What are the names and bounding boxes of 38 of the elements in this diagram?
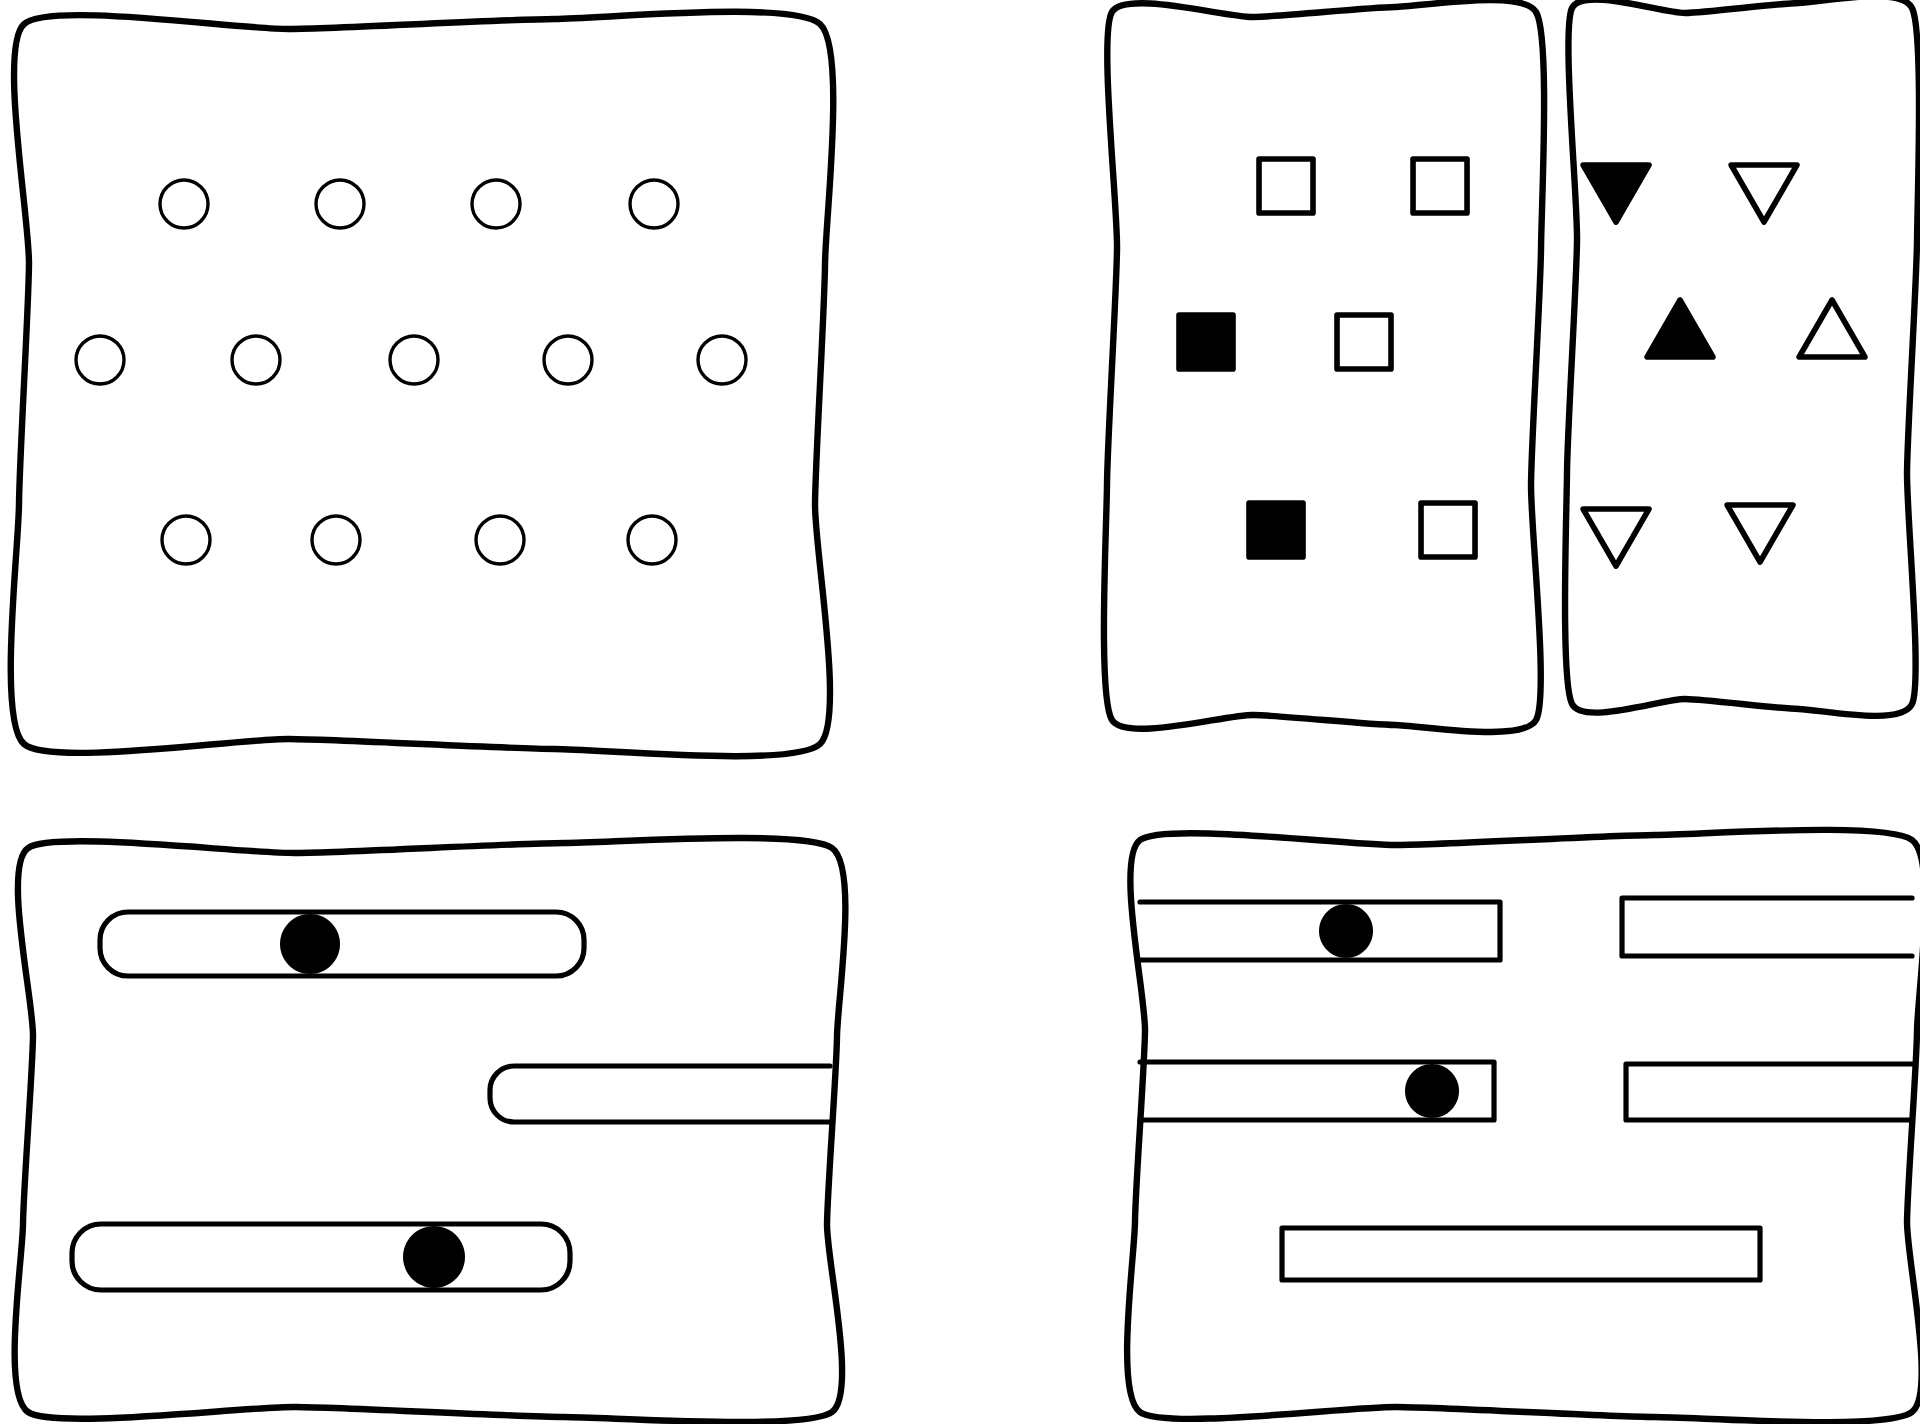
circle [628, 178, 680, 230]
triangle [1796, 297, 1868, 360]
slider-bar [1137, 1059, 1497, 1123]
circle [310, 514, 362, 566]
circle [696, 334, 748, 386]
square [1246, 500, 1306, 560]
bar [1619, 895, 1915, 959]
square [1418, 500, 1478, 560]
triangle [1724, 502, 1796, 565]
circle [74, 334, 126, 386]
triangle [1728, 162, 1800, 225]
slider-bar [1137, 899, 1503, 963]
circle [470, 178, 522, 230]
square [1410, 156, 1470, 216]
triangle [1580, 506, 1652, 569]
circle [388, 334, 440, 386]
slider-bar [97, 909, 587, 979]
panel-frame [11, 834, 849, 1424]
circle [542, 334, 594, 386]
circle [626, 514, 678, 566]
circle [230, 334, 282, 386]
slider-bar [69, 1221, 573, 1293]
triangle [1580, 162, 1652, 225]
square [1176, 312, 1236, 372]
bar [1279, 1225, 1763, 1283]
square [1334, 312, 1394, 372]
circle [474, 514, 526, 566]
square [1256, 156, 1316, 216]
bar [487, 1063, 833, 1125]
panel-frame [1561, 0, 1920, 720]
panel-frame [1123, 826, 1920, 1424]
circle [158, 178, 210, 230]
panel-frame [1100, 0, 1548, 736]
circle [314, 178, 366, 230]
panel-frame [7, 8, 837, 760]
circle [160, 514, 212, 566]
triangle [1644, 297, 1716, 360]
bar [1623, 1061, 1915, 1123]
